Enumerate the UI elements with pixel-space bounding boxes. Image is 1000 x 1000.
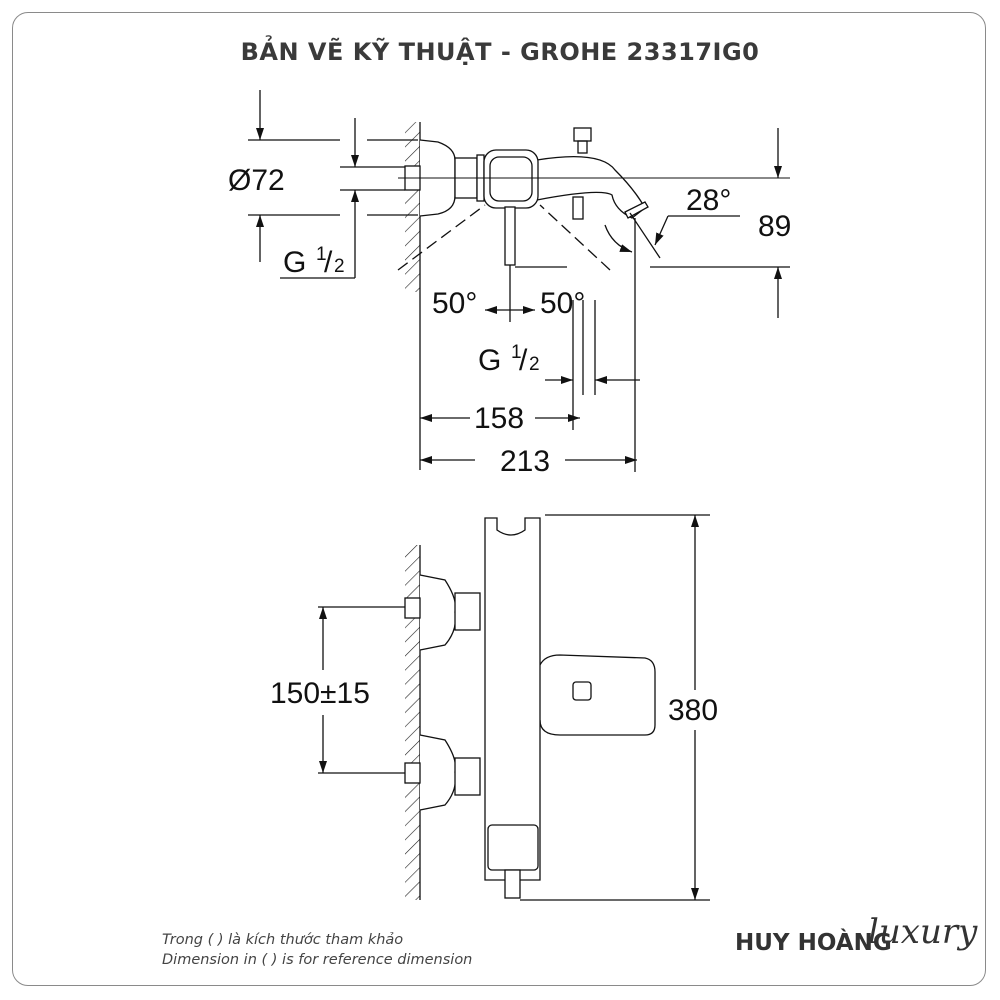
thread-num-2: 1	[511, 342, 522, 363]
brand-logo-text: HUY HOÀNG	[735, 930, 892, 956]
angle-right-label: 50°	[540, 287, 585, 320]
thread-den: 2	[334, 256, 345, 277]
page-frame	[12, 12, 986, 986]
height-380-label: 380	[668, 694, 718, 727]
centers-label: 150±15	[270, 677, 370, 710]
thread-slash-2: /	[519, 344, 528, 377]
thread-slash: /	[324, 246, 333, 279]
depth-158-label: 158	[474, 402, 524, 435]
note-english: Dimension in ( ) is for reference dimens…	[162, 952, 473, 968]
side-view	[248, 90, 790, 472]
depth-213-label: 213	[500, 445, 550, 478]
front-view	[318, 514, 710, 901]
angle-left-label: 50°	[432, 287, 477, 320]
note-vietnamese: Trong ( ) là kích thước tham khảo	[162, 932, 404, 948]
brand-logo-script: luxury	[868, 912, 978, 952]
spout-angle-label: 28°	[686, 184, 731, 217]
page-title: BẢN VẼ KỸ THUẬT - GROHE 23317IG0	[240, 38, 760, 66]
thread-label-g2: G	[478, 344, 501, 377]
thread-num: 1	[316, 244, 327, 265]
height-89-label: 89	[758, 210, 791, 243]
thread-den-2: 2	[529, 354, 540, 375]
diameter-label: Ø72	[228, 164, 285, 197]
thread-label-g: G	[283, 246, 306, 279]
